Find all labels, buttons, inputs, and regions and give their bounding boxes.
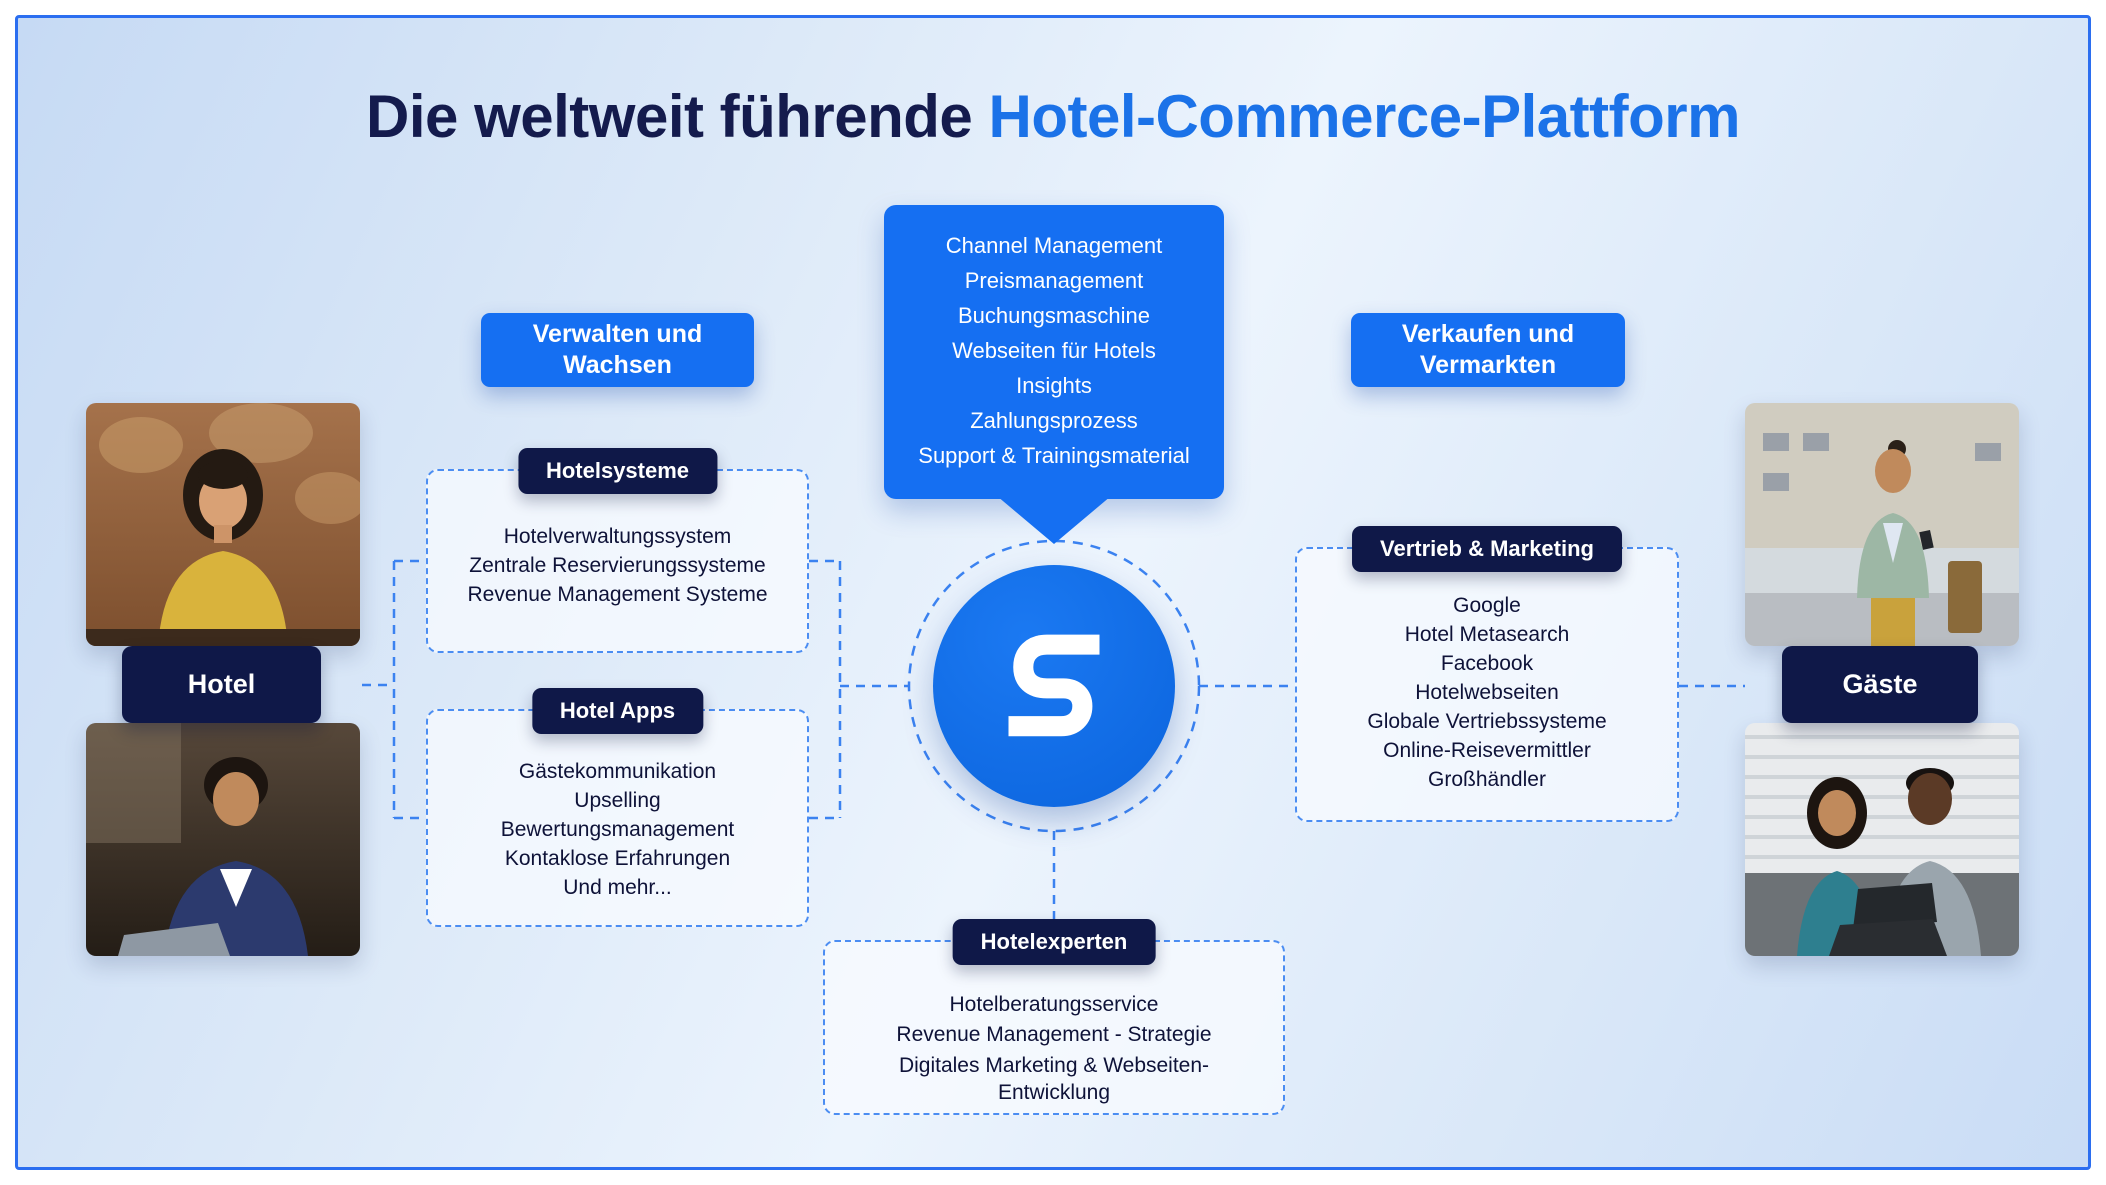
hotel-label: Hotel — [122, 646, 321, 723]
list-item: Bewertungsmanagement — [500, 818, 735, 841]
page-title-prefix: Die weltweit führende — [366, 83, 989, 150]
list-item: Kontaklose Erfahrungen — [504, 847, 731, 870]
list-item: Gästekommunikation — [518, 760, 717, 783]
vertrieb-marketing-box: Vertrieb & Marketing Google Hotel Metase… — [1295, 526, 1679, 822]
gaeste-label: Gäste — [1782, 646, 1978, 723]
category-button-verwalten: Verwalten und Wachsen — [481, 313, 754, 387]
feature-item: Channel Management — [945, 233, 1163, 258]
vertrieb-marketing-title: Vertrieb & Marketing — [1352, 526, 1622, 572]
photo-concierge-man — [86, 723, 360, 956]
feature-item: Zahlungsprozess — [970, 408, 1138, 433]
list-item: Revenue Management - Strategie — [896, 1023, 1212, 1046]
photo-receptionist-woman — [86, 403, 360, 646]
hotel-apps-title: Hotel Apps — [531, 688, 704, 734]
photo-traveler-woman — [1745, 403, 2019, 646]
photo-couple-laptop — [1745, 723, 2019, 956]
feature-item: Preismanagement — [964, 268, 1144, 293]
feature-item: Insights — [1016, 373, 1092, 398]
list-item: Upselling — [574, 789, 661, 812]
hotelexperten-box: Hotelexperten Hotelberatungsservice Reve… — [823, 919, 1285, 1115]
bubble-tail — [997, 496, 1111, 544]
feature-item: Support & Trainingsmaterial — [918, 443, 1190, 468]
list-item: Hotelverwaltungssystem — [503, 525, 732, 548]
feature-item: Buchungsmaschine — [957, 303, 1150, 328]
hotelsysteme-title: Hotelsysteme — [517, 448, 718, 494]
list-item: Hotelwebseiten — [1415, 681, 1559, 704]
siteminder-logo — [1008, 634, 1100, 737]
list-item: Online-Reisevermittler — [1383, 739, 1591, 762]
page-title: Die weltweit führende Hotel-Commerce-Pla… — [0, 82, 2106, 151]
list-item: Hotelberatungsservice — [949, 993, 1159, 1016]
feature-item: Webseiten für Hotels — [952, 338, 1156, 363]
platform-feature-bubble: Channel Management Preismanagement Buchu… — [884, 205, 1224, 499]
list-item: Facebook — [1440, 652, 1534, 675]
list-item: Google — [1453, 594, 1521, 617]
list-item: Und mehr... — [563, 876, 672, 899]
list-item: Hotel Metasearch — [1404, 623, 1570, 646]
category-button-verkaufen: Verkaufen und Vermarkten — [1351, 313, 1625, 387]
list-item: Zentrale Reservierungssysteme — [469, 554, 766, 577]
hotelsysteme-box: Hotelsysteme Hotelverwaltungssystem Zent… — [426, 448, 809, 653]
list-item: Digitales Marketing & Webseiten-Entwickl… — [898, 1054, 1210, 1104]
hotelexperten-title: Hotelexperten — [952, 919, 1156, 965]
hotel-apps-box: Hotel Apps Gästekommunikation Upselling … — [426, 688, 809, 927]
page-title-highlight: Hotel-Commerce-Plattform — [988, 83, 1740, 150]
list-item: Globale Vertriebssysteme — [1367, 710, 1607, 733]
list-item: Revenue Management Systeme — [467, 583, 768, 606]
list-item: Großhändler — [1428, 768, 1546, 791]
platform-logo-circle — [933, 565, 1175, 807]
